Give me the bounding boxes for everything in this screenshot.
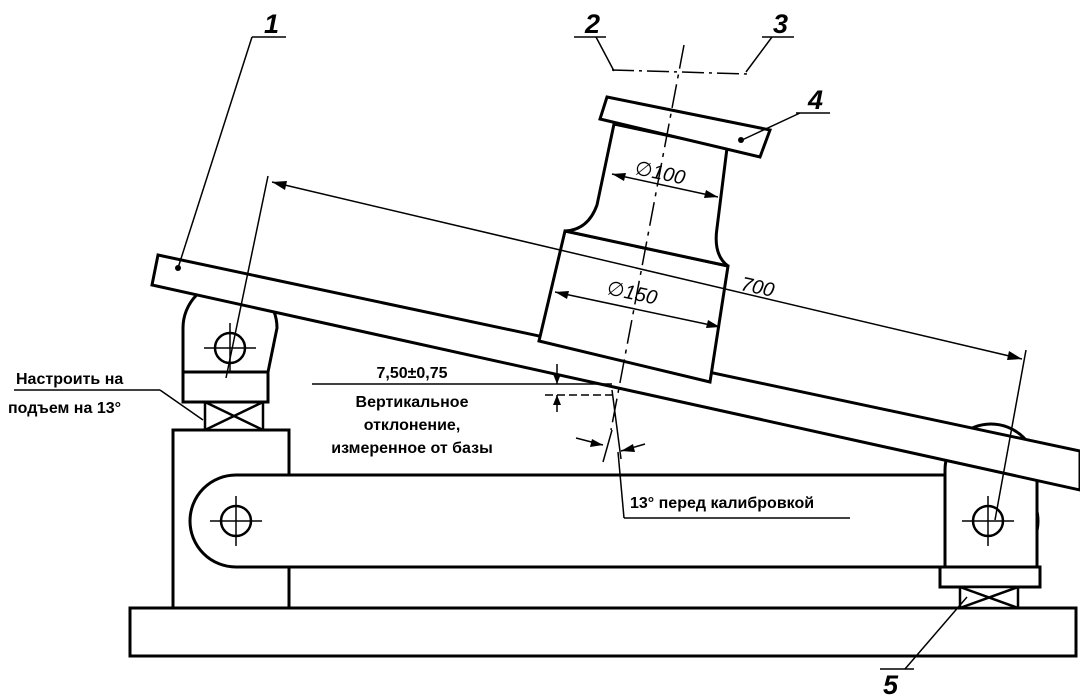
vertical-note-line2: отклонение, <box>364 417 461 434</box>
top-plate <box>598 95 773 159</box>
tilted-plate <box>150 253 1080 492</box>
dimension-700-label: 700 <box>739 273 776 301</box>
vertical-note-line1: Вертикальное <box>356 394 469 411</box>
vertical-note-line3: измеренное от базы <box>331 440 493 457</box>
callout-leaders <box>177 36 968 670</box>
center-axis <box>610 44 685 431</box>
adjust-leader <box>14 389 204 421</box>
left-bearing-icon <box>203 400 265 432</box>
link-bar <box>188 473 1040 569</box>
angle-note: 13° перед калибровкой <box>630 495 814 512</box>
right-mount-block <box>938 565 1042 589</box>
adjust-note-line1: Настроить на <box>16 371 123 388</box>
left-link-pivot-icon <box>210 496 262 546</box>
top-reference-line <box>611 69 749 75</box>
left-clevis-base <box>181 368 270 404</box>
left-upper-pivot-icon <box>204 323 256 373</box>
weight-neck <box>564 122 729 268</box>
base-plate <box>128 606 1078 658</box>
callout-2: 2 <box>584 9 600 39</box>
callout-4: 4 <box>807 85 823 115</box>
callout-3: 3 <box>773 9 788 39</box>
angle-indicator <box>575 389 850 519</box>
dimension-d150 <box>554 291 721 328</box>
tolerance-label: 7,50±0,75 <box>376 365 447 382</box>
right-bearing-icon <box>958 585 1020 610</box>
dimension-d100 <box>611 173 719 198</box>
callout-1: 1 <box>264 9 279 39</box>
vertical-deviation-dimension <box>312 364 612 412</box>
dimension-700 <box>225 175 1027 521</box>
callout-5: 5 <box>883 670 899 696</box>
top-plate-mark <box>738 137 744 143</box>
adjust-note-line2: подъем на 13° <box>8 400 121 417</box>
